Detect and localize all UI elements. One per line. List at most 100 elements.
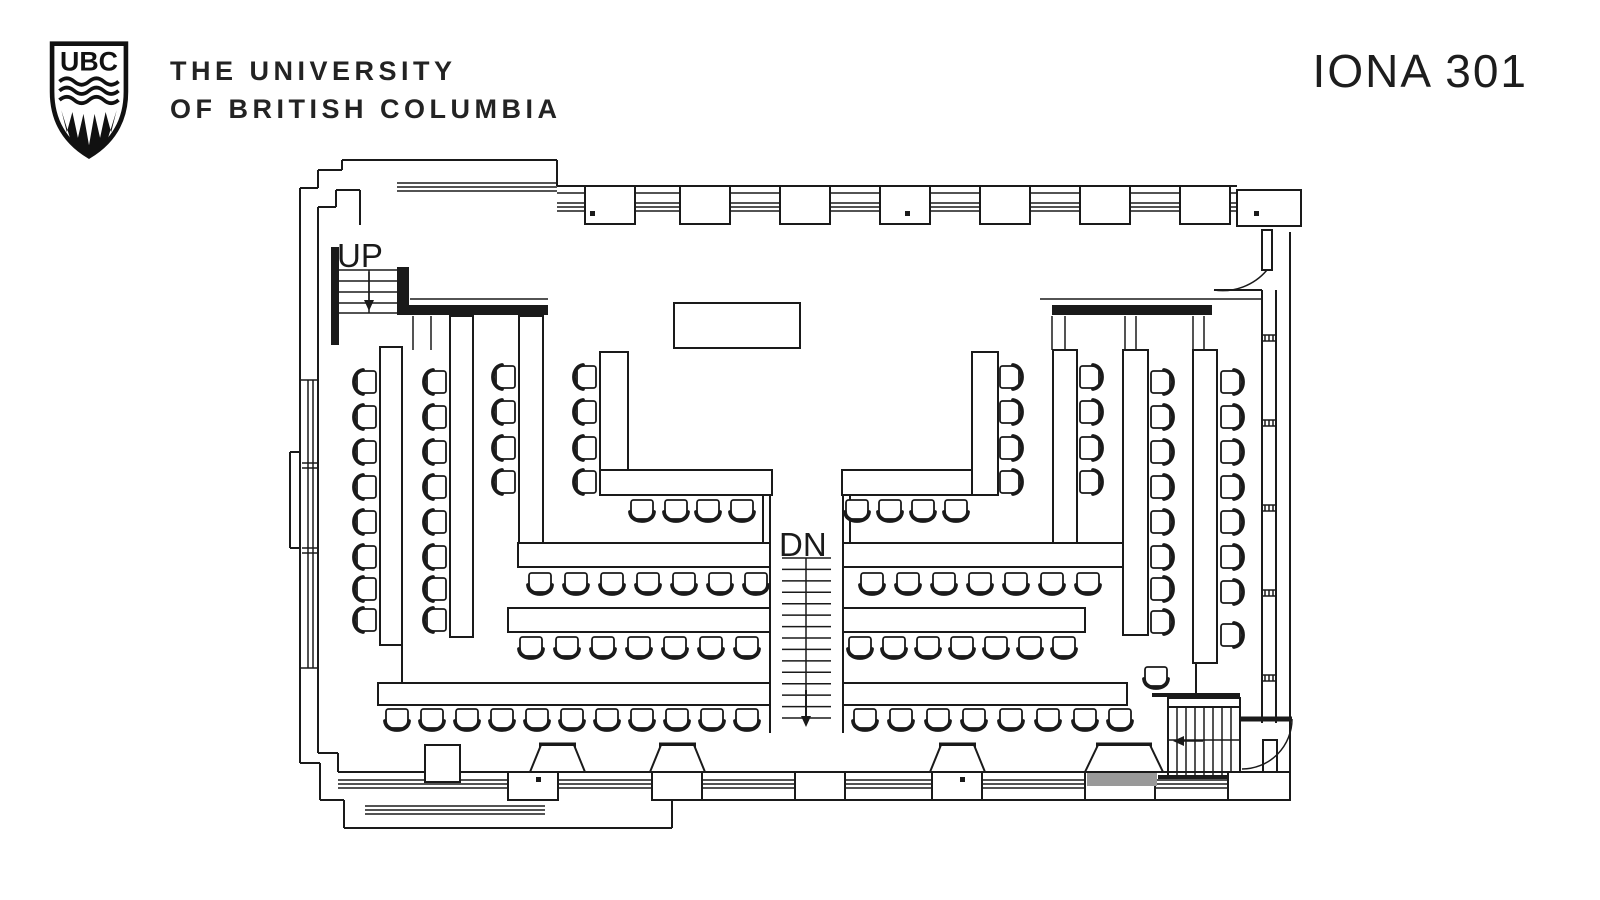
chair-back xyxy=(1071,719,1099,732)
ubc-logo: UBC xyxy=(48,40,130,165)
chair xyxy=(572,398,597,426)
chair-seat xyxy=(878,499,902,520)
chair-back xyxy=(966,583,994,596)
chair xyxy=(697,636,725,660)
chair-seat xyxy=(1150,440,1171,464)
chair xyxy=(742,572,770,596)
wall-bay xyxy=(1236,189,1302,227)
chair xyxy=(1150,438,1175,466)
chair-back xyxy=(558,719,586,732)
chair xyxy=(1034,708,1062,732)
chair-back xyxy=(697,647,725,660)
chair-seat xyxy=(1150,370,1171,394)
chair-seat xyxy=(999,436,1020,460)
chair-seat xyxy=(932,572,956,593)
chair-back xyxy=(593,719,621,732)
chair-seat xyxy=(950,636,974,657)
chair-seat xyxy=(700,708,724,729)
chair xyxy=(706,572,734,596)
chair-back xyxy=(997,719,1025,732)
chair-seat xyxy=(672,572,696,593)
chair-seat xyxy=(576,365,597,389)
chair-back xyxy=(1002,583,1030,596)
wall-bay xyxy=(1179,185,1231,225)
chair-back xyxy=(422,368,435,396)
table xyxy=(842,607,1086,633)
table xyxy=(842,542,1124,568)
chair xyxy=(1220,578,1245,606)
chair-back xyxy=(491,468,504,496)
chair xyxy=(1106,708,1134,732)
chair-seat xyxy=(1018,636,1042,657)
chair-back xyxy=(352,606,365,634)
chair-back xyxy=(1162,608,1175,636)
chair-back xyxy=(553,647,581,660)
wall-bay xyxy=(1261,229,1273,271)
heater-unit xyxy=(528,744,587,773)
chair-back xyxy=(352,438,365,466)
chair-back xyxy=(1162,403,1175,431)
solid-wall xyxy=(590,211,595,216)
chair xyxy=(942,499,970,523)
solid-wall xyxy=(1052,305,1212,315)
arrow-head-down xyxy=(364,300,374,311)
chair-back xyxy=(422,508,435,536)
table xyxy=(841,469,973,496)
table xyxy=(518,315,544,544)
chair-seat xyxy=(1220,545,1241,569)
chair xyxy=(728,499,756,523)
chair-seat xyxy=(1150,475,1171,499)
chair-back xyxy=(634,583,662,596)
chair-seat xyxy=(630,499,654,520)
chair-back xyxy=(914,647,942,660)
chair-back xyxy=(1232,438,1245,466)
chair-seat xyxy=(576,470,597,494)
chair xyxy=(1150,403,1175,431)
wall-bay xyxy=(1227,771,1291,801)
chair-back xyxy=(876,510,904,523)
chair-seat xyxy=(564,572,588,593)
chair xyxy=(670,572,698,596)
chair xyxy=(422,368,447,396)
chair xyxy=(999,434,1024,462)
chair xyxy=(1150,508,1175,536)
chair xyxy=(1220,473,1245,501)
chair xyxy=(1220,543,1245,571)
chair-seat xyxy=(495,365,516,389)
chair xyxy=(491,363,516,391)
chair-seat xyxy=(916,636,940,657)
chair-seat xyxy=(944,499,968,520)
table xyxy=(377,682,771,706)
floor-shading xyxy=(1087,773,1157,786)
chair xyxy=(846,636,874,660)
chair xyxy=(1071,708,1099,732)
chair-seat xyxy=(1040,572,1064,593)
chair-seat xyxy=(1052,636,1076,657)
chair-back xyxy=(1162,508,1175,536)
room-title: IONA 301 xyxy=(1312,45,1528,97)
chair-back xyxy=(1091,398,1104,426)
chair xyxy=(453,708,481,732)
chair-seat xyxy=(730,499,754,520)
chair-back xyxy=(663,719,691,732)
chair-seat xyxy=(744,572,768,593)
chair-back xyxy=(1162,575,1175,603)
chair xyxy=(733,636,761,660)
chair xyxy=(663,708,691,732)
chair xyxy=(634,572,662,596)
wall-bay xyxy=(931,771,983,801)
chair xyxy=(628,708,656,732)
chair-back xyxy=(1091,468,1104,496)
solid-wall xyxy=(536,777,541,782)
chair-seat xyxy=(600,572,624,593)
chair xyxy=(999,398,1024,426)
chair-seat xyxy=(426,440,447,464)
chair-back xyxy=(843,510,871,523)
door-swing-arc xyxy=(1241,718,1293,770)
chair-back xyxy=(887,719,915,732)
chair xyxy=(966,572,994,596)
chair-back xyxy=(948,647,976,660)
stair-label-dn: DN xyxy=(779,526,827,563)
chair-back xyxy=(572,363,585,391)
chair-seat xyxy=(1150,610,1171,634)
